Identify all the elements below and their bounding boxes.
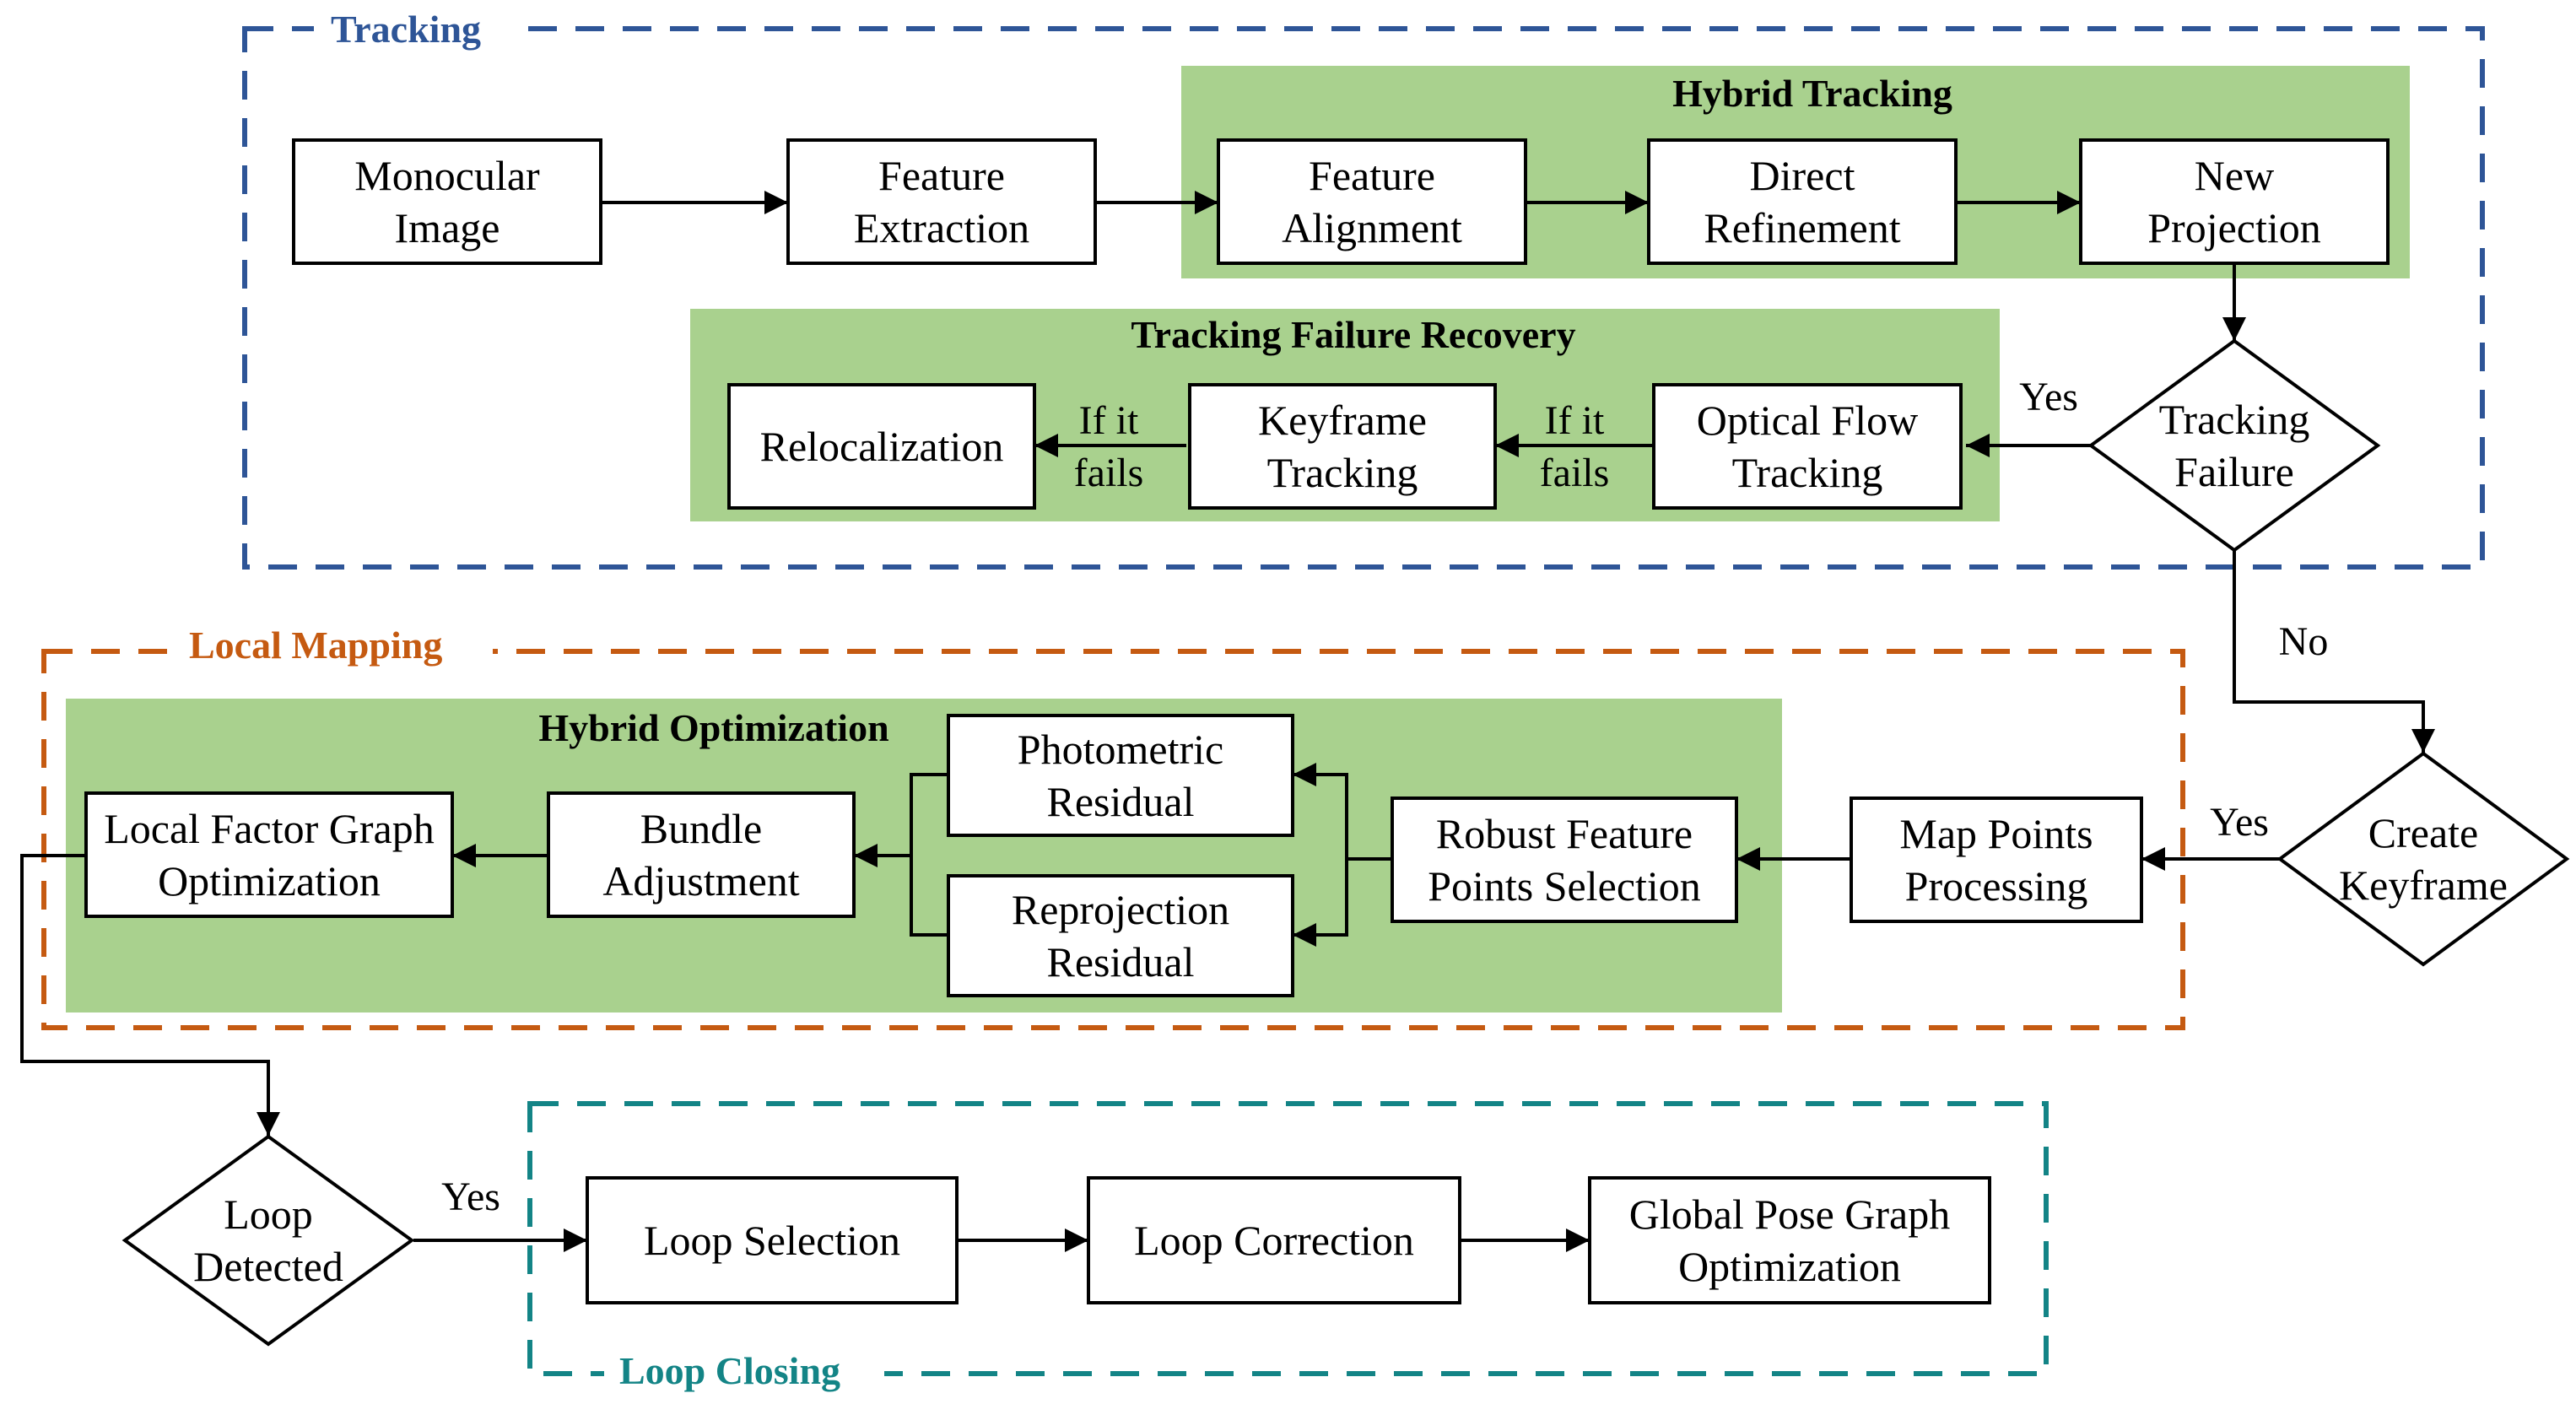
edge-photometric-to-bundle: [910, 773, 948, 856]
edge-local-factor-to-loop-detected: [20, 854, 280, 1136]
edge-label-no-failure: No: [2279, 619, 2329, 664]
edge-label-yes-failure: Yes: [2019, 375, 2078, 419]
node-loop-detected-line-1: Loop: [224, 1191, 313, 1238]
node-robust-feature-box: [1391, 796, 1738, 923]
edge-label-yes-loop: Yes: [441, 1174, 500, 1219]
node-bundle-adjustment-line-1: Bundle: [640, 805, 762, 852]
node-keyframe-tracking-line-1: Keyframe: [1258, 397, 1427, 444]
node-global-pose-line-2: Optimization: [1678, 1243, 1901, 1290]
flowchart-nodes: MonocularImageFeatureExtractionFeatureAl…: [84, 138, 2570, 1347]
failure-recovery-title: Tracking Failure Recovery: [1131, 313, 1575, 356]
node-create-keyframe-diamond: [2276, 751, 2570, 967]
hybrid-optimization-title: Hybrid Optimization: [538, 706, 888, 749]
edge-label-if-fails-1: If it fails: [1540, 398, 1610, 495]
edge-label-if-fails-2-line-2: fails: [1074, 451, 1144, 495]
tracking-section-frame: [242, 26, 2485, 570]
node-monocular-image-line-2: Image: [395, 204, 500, 251]
node-optical-flow-line-2: Tracking: [1732, 449, 1883, 496]
node-direct-refinement-box: [1647, 138, 1958, 265]
local-mapping-section-title: Local Mapping: [189, 624, 442, 667]
edge-label-if-fails-2-line-1: If it: [1079, 398, 1139, 443]
node-local-factor-line-2: Optimization: [158, 857, 381, 904]
node-loop-correction: Loop Correction: [1087, 1176, 1461, 1304]
node-feature-alignment-line-2: Alignment: [1282, 204, 1462, 251]
node-feature-alignment-line-1: Feature: [1309, 152, 1435, 199]
node-local-factor-line-1: Local Factor Graph: [104, 805, 435, 852]
node-loop-selection-line-1: Loop Selection: [644, 1217, 900, 1264]
edge-robust-to-reprojection: [1293, 859, 1348, 947]
node-keyframe-tracking-line-2: Tracking: [1267, 449, 1418, 496]
node-tracking-failure-line-1: Tracking: [2159, 396, 2310, 443]
node-feature-alignment-box: [1217, 138, 1527, 265]
node-map-points-line-1: Map Points: [1899, 810, 2093, 857]
node-create-keyframe-line-1: Create: [2368, 809, 2478, 856]
node-direct-refinement-line-2: Refinement: [1704, 204, 1900, 251]
loop-closing-section-frame: [527, 1101, 2049, 1376]
hybrid-tracking-title: Hybrid Tracking: [1672, 72, 1952, 115]
node-loop-correction-line-1: Loop Correction: [1134, 1217, 1414, 1264]
node-optical-flow-line-1: Optical Flow: [1697, 397, 1918, 444]
edge-robust-to-photometric: [1293, 763, 1392, 861]
node-photometric-line-1: Photometric: [1018, 726, 1223, 773]
node-direct-refinement-line-1: Direct: [1750, 152, 1855, 199]
edge-label-if-fails-2: If it fails: [1074, 398, 1144, 495]
node-tracking-failure-diamond: [2087, 338, 2381, 553]
loop-closing-section-title: Loop Closing: [619, 1349, 840, 1392]
node-relocalization-box: [727, 383, 1036, 510]
node-create-keyframe-line-2: Keyframe: [2339, 861, 2508, 909]
node-robust-feature-line-1: Robust Feature: [1436, 810, 1693, 857]
node-keyframe-tracking-box: [1188, 383, 1497, 510]
node-feature-extraction-line-2: Extraction: [854, 204, 1029, 251]
node-reprojection-box: [947, 874, 1294, 997]
edge-label-yes-keyframe: Yes: [2210, 800, 2269, 845]
node-optical-flow-box: [1652, 383, 1963, 510]
node-reprojection-line-1: Reprojection: [1012, 886, 1229, 933]
edge-label-if-fails-1-line-1: If it: [1545, 398, 1605, 443]
node-monocular-image-line-1: Monocular: [354, 152, 540, 199]
node-loop-detected-diamond: [122, 1134, 415, 1347]
node-robust-feature-line-2: Points Selection: [1428, 862, 1701, 910]
node-loop-correction-box: [1087, 1176, 1461, 1304]
node-global-pose-line-1: Global Pose Graph: [1629, 1191, 1951, 1238]
tracking-section-title: Tracking: [331, 8, 481, 51]
local-mapping-section-frame: [41, 649, 2185, 1030]
node-reprojection-line-2: Residual: [1047, 938, 1195, 986]
node-tracking-failure-line-2: Failure: [2174, 448, 2294, 495]
node-bundle-adjustment-line-2: Adjustment: [602, 857, 799, 904]
node-local-factor-box: [84, 791, 454, 918]
edge-reprojection-to-bundle: [910, 856, 948, 937]
node-relocalization: Relocalization: [727, 383, 1036, 510]
node-new-projection-line-1: New: [2195, 152, 2274, 199]
node-photometric-line-2: Residual: [1047, 778, 1195, 825]
node-map-points-box: [1850, 796, 2143, 923]
node-new-projection-line-2: Projection: [2147, 204, 2321, 251]
node-loop-detected-line-2: Detected: [193, 1243, 343, 1290]
node-relocalization-line-1: Relocalization: [760, 423, 1004, 470]
edge-failure-no-to-create-keyframe: [2233, 550, 2435, 753]
node-map-points-line-2: Processing: [1905, 862, 2088, 910]
node-feature-extraction-line-1: Feature: [878, 152, 1005, 199]
flowchart-edges: [20, 191, 2435, 1252]
edge-label-if-fails-1-line-2: fails: [1540, 451, 1610, 495]
node-loop-selection: Loop Selection: [586, 1176, 959, 1304]
